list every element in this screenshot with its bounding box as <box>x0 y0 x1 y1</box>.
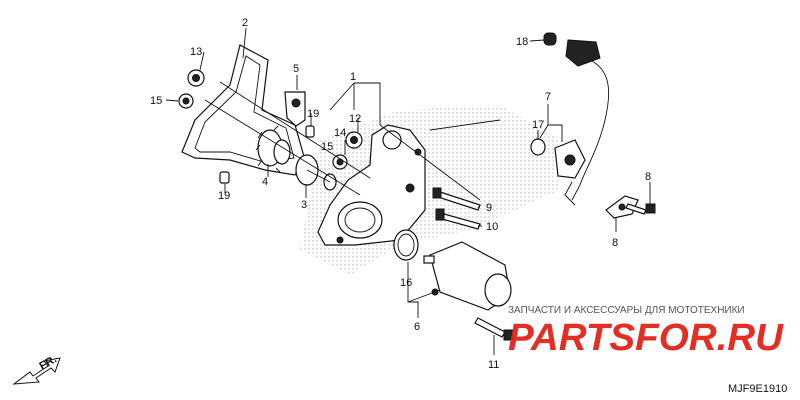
bolt-12-head <box>645 203 656 214</box>
dowel-pin-upper <box>305 125 315 138</box>
sensor-face <box>564 154 576 166</box>
dowel-pin-lower <box>219 171 230 184</box>
callout-5: 5 <box>293 63 299 75</box>
callout-11: 11 <box>488 359 499 371</box>
callout-6: 6 <box>414 321 420 333</box>
sensor-harness-lower <box>564 181 576 206</box>
housing-cover-inner <box>344 207 376 233</box>
connector <box>565 39 601 67</box>
seal-upper-bore <box>182 97 190 105</box>
housing-bolt-hole-3 <box>414 148 422 156</box>
housing-cover <box>337 201 383 239</box>
sensor-harness <box>571 59 610 201</box>
gear-3-axle <box>306 169 331 183</box>
front-arrow-icon <box>12 357 61 385</box>
shift-arm-hole <box>291 98 301 108</box>
callout-14: 13 <box>190 46 202 58</box>
grommet-18 <box>543 32 557 46</box>
callout-16: 17 <box>532 119 544 131</box>
bolt-12 <box>625 203 647 215</box>
gasket-inner <box>194 55 295 163</box>
callout-12: 8 <box>645 171 651 183</box>
gear-4-teeth <box>255 125 281 173</box>
watermark-brand: PARTSFOR.RU <box>508 317 785 359</box>
callout-17: 16 <box>400 277 412 289</box>
shift-arm <box>284 91 306 127</box>
bearing-upper-bore <box>192 74 200 82</box>
callout-14-right: 14 <box>334 127 346 139</box>
o-ring-inner <box>397 233 415 257</box>
callout-18: 18 <box>516 36 528 48</box>
callout-1: 1 <box>350 71 356 83</box>
callout-8: 8 <box>612 237 618 249</box>
bolt-10-head <box>435 208 445 221</box>
callout-7: 7 <box>545 91 551 103</box>
callout-2: 2 <box>242 17 248 29</box>
motor-shaft <box>423 255 435 264</box>
callout-9: 9 <box>486 202 492 214</box>
callout-19-lower: 19 <box>218 190 230 202</box>
housing-bolt-hole-2 <box>336 236 344 244</box>
housing-boss <box>382 130 402 150</box>
callout-13: 12 <box>349 113 361 125</box>
callout-3: 3 <box>301 199 307 211</box>
callout-15: 15 <box>150 95 162 107</box>
bolt-9-head <box>432 187 442 199</box>
sensor-o-ring <box>530 138 546 156</box>
bracket-hole <box>618 203 626 211</box>
leader-lines <box>165 27 651 355</box>
watermark-tagline: ЗАПЧАСТИ И АКСЕССУАРЫ ДЛЯ МОТОТЕХНИКИ <box>508 305 745 316</box>
housing-bolt-hole-1 <box>405 183 415 193</box>
bearing-right-bore <box>350 136 358 144</box>
callout-15-right: 15 <box>321 141 333 153</box>
diagram-code: MJF9E1910 <box>728 383 787 395</box>
callout-19-upper: 19 <box>307 108 319 120</box>
motor-end <box>484 273 512 307</box>
callout-4: 4 <box>262 176 268 188</box>
bolt-11-head <box>503 329 514 341</box>
callouts: 2 13 15 5 19 1 12 14 15 4 3 19 9 10 16 6… <box>150 17 651 371</box>
bolt-11 <box>474 317 506 338</box>
callout-10: 10 <box>486 221 498 233</box>
